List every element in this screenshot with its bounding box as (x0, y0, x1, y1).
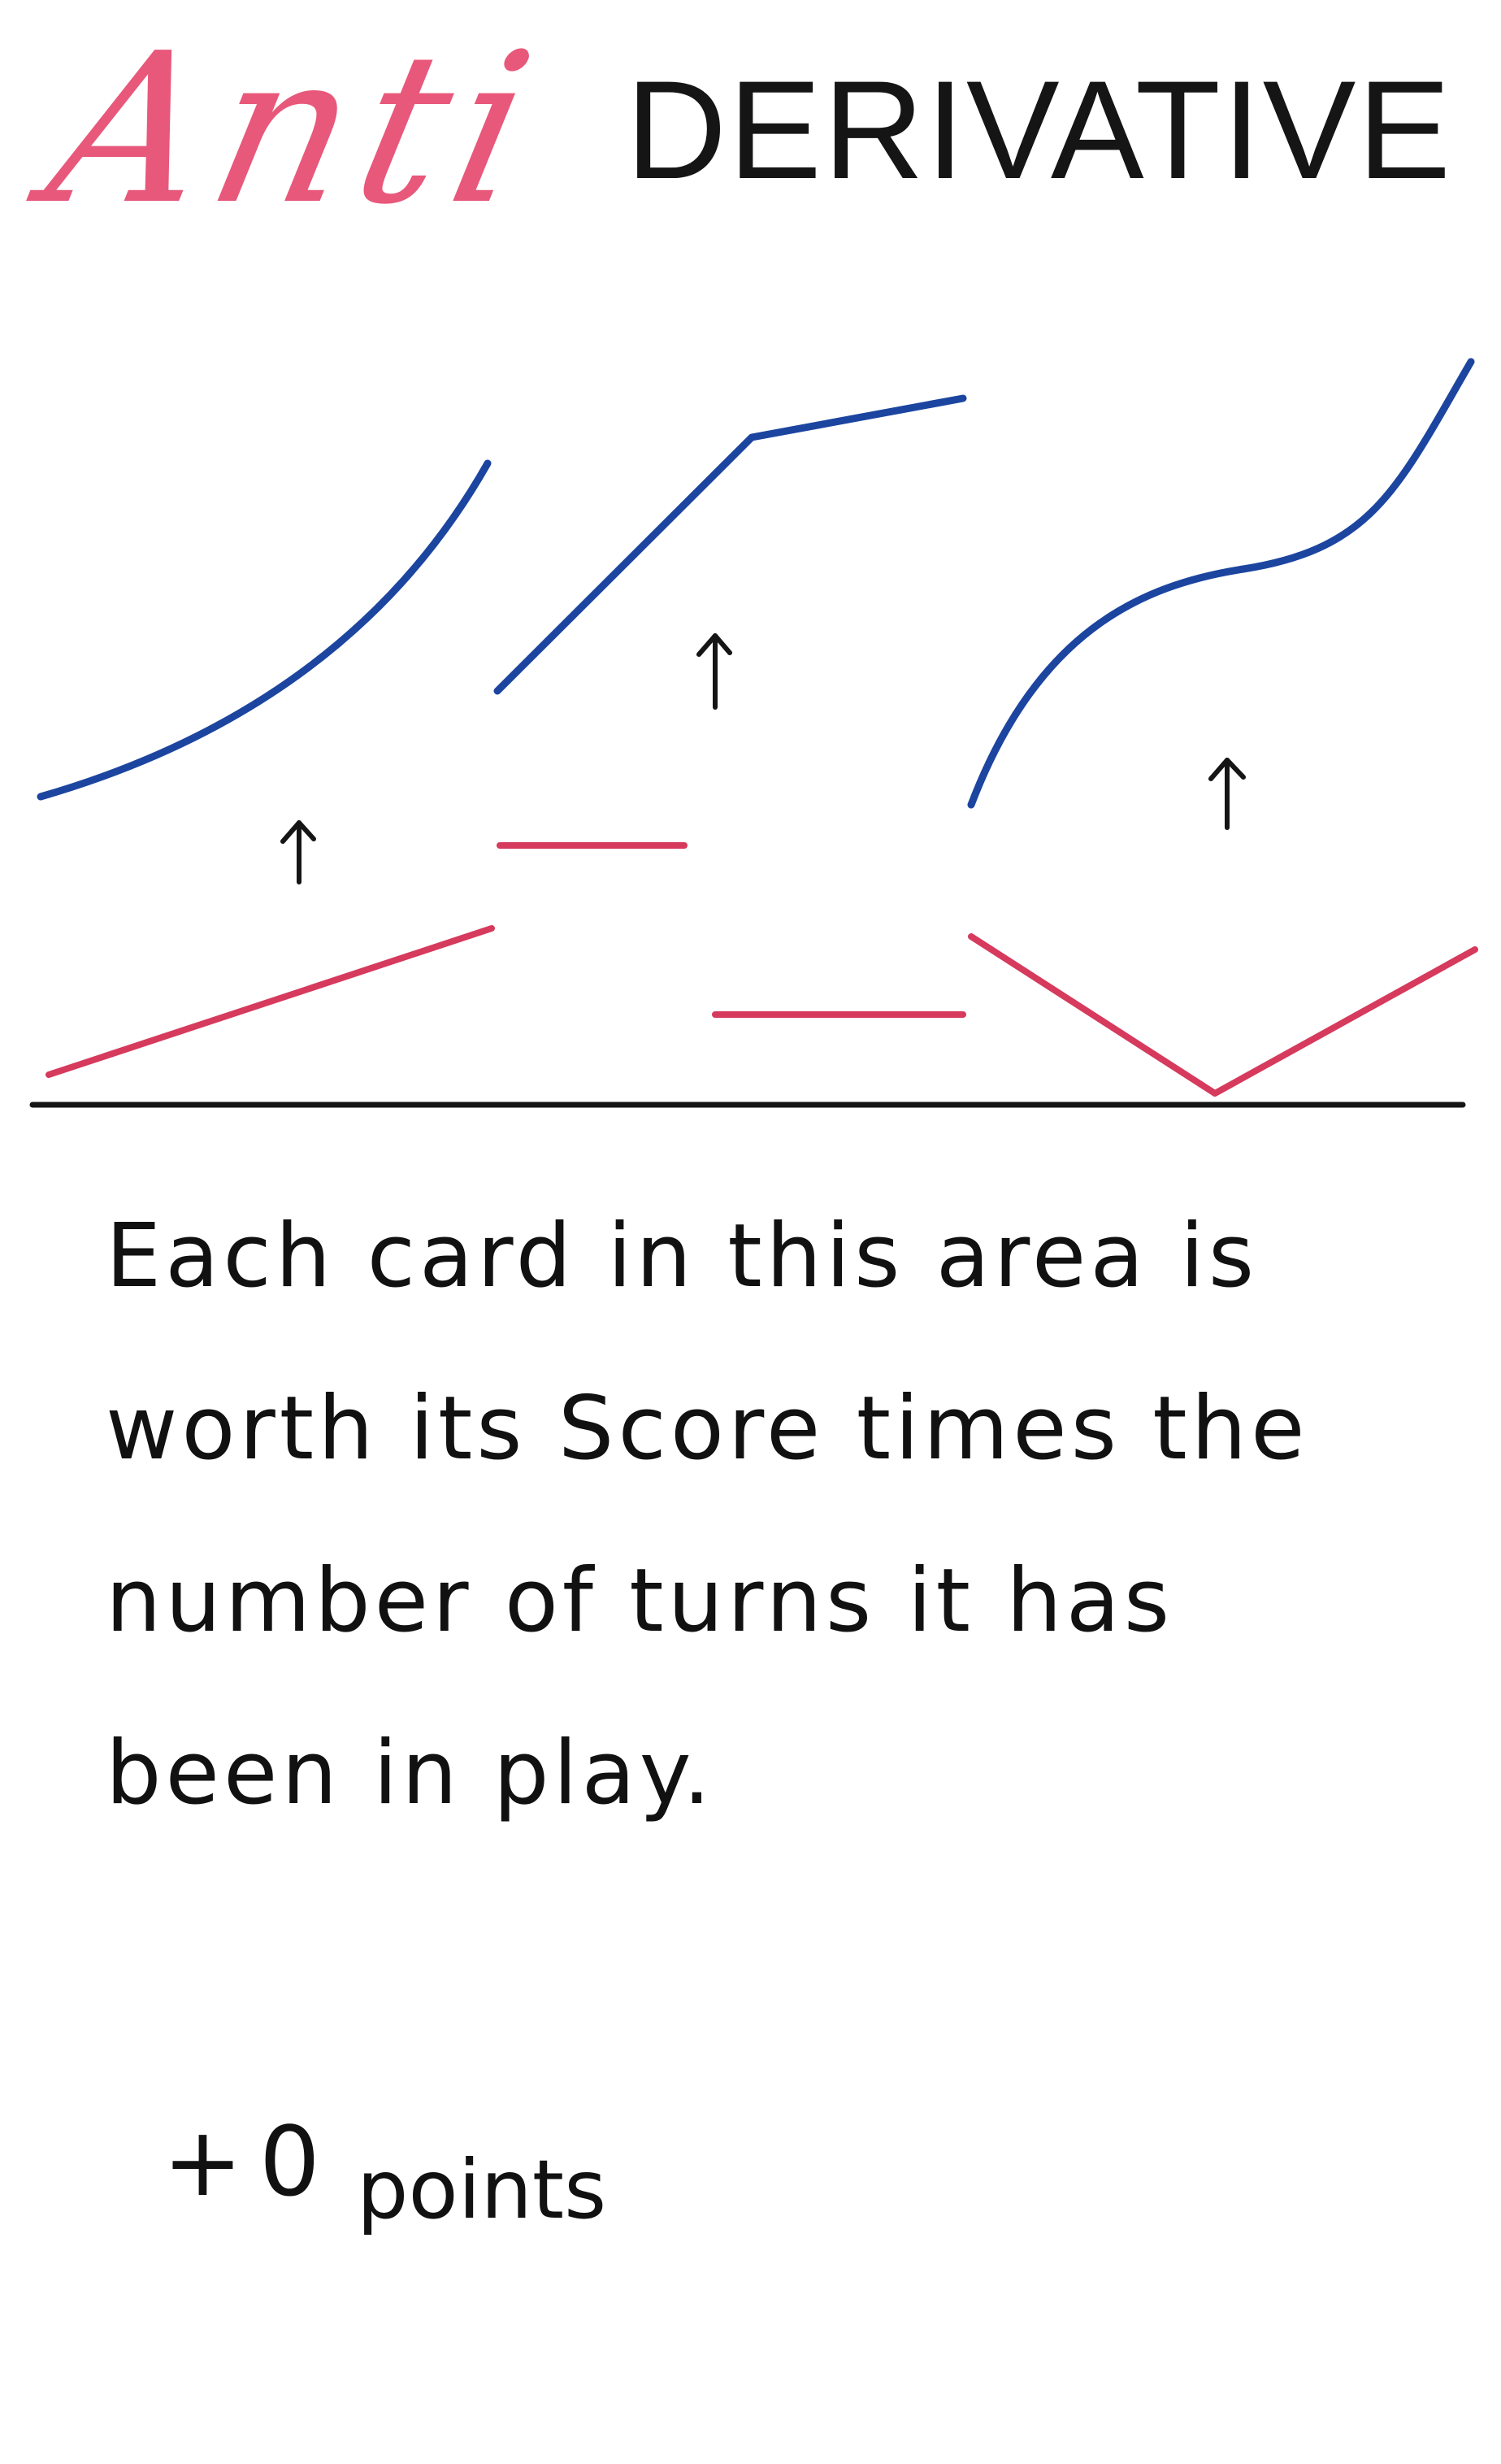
up-arrow-icon (1208, 758, 1246, 830)
points-line: +0 points (163, 2105, 606, 2237)
function-line-4 (968, 933, 1478, 1097)
function-line-1 (46, 925, 495, 1078)
antiderivative-curve-3 (967, 358, 1475, 809)
card-title: Anti DERIVATIVE (32, 8, 1487, 276)
function-illustration (29, 358, 1478, 1108)
up-arrow-icon (280, 820, 316, 884)
title-main: DERIVATIVE (626, 52, 1453, 208)
antiderivative-curve-2 (493, 394, 967, 695)
antiderivative-curve-1 (37, 459, 492, 801)
up-arrow-icon (696, 633, 732, 710)
title-prefix: Anti (31, 9, 562, 250)
rules-text: Each card in this area is worth its Scor… (106, 1206, 1309, 1824)
points-value: +0 (163, 2105, 336, 2218)
points-label: points (357, 2142, 607, 2237)
